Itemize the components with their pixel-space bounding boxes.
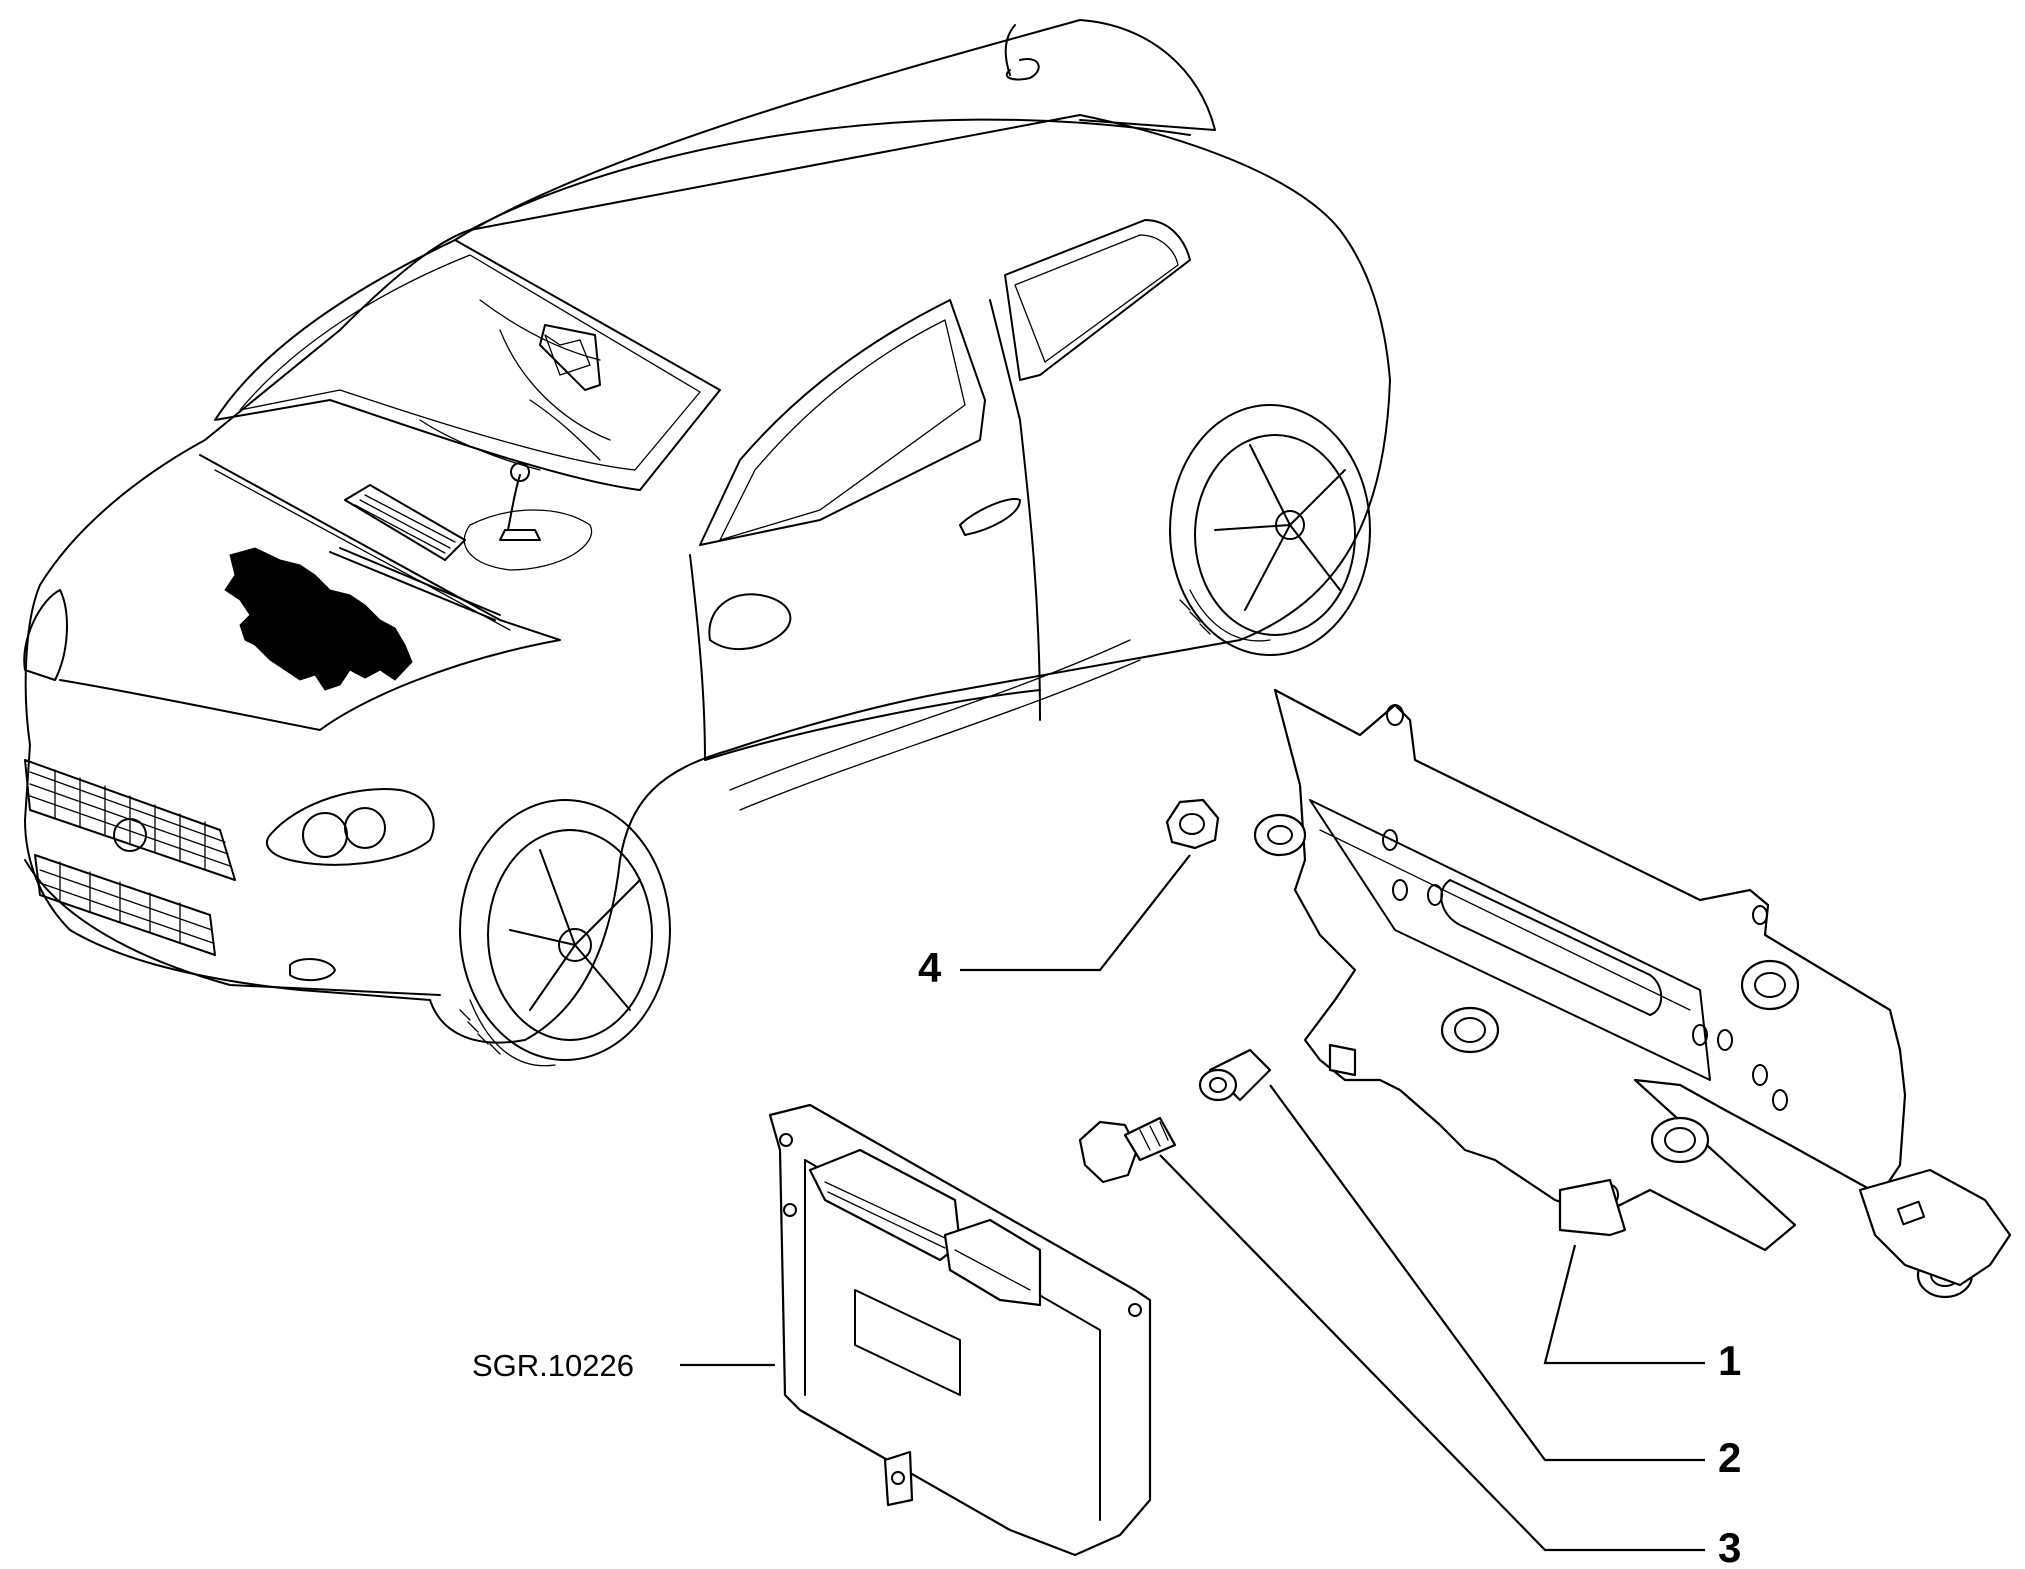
door-handle — [959, 498, 1021, 536]
part-2-spacer-bush — [1198, 1048, 1272, 1102]
reference-code: SGR.10226 — [472, 1348, 634, 1383]
leader-3 — [1159, 1154, 1705, 1552]
headlight-left — [23, 589, 68, 681]
lower-grille — [34, 854, 216, 956]
windshield — [214, 239, 721, 491]
fog-light — [289, 958, 336, 982]
leader-lines — [680, 854, 1705, 1552]
front-door-window — [699, 299, 986, 546]
part-1-mounting-bracket — [1253, 688, 2012, 1299]
rear-view-mirror — [539, 324, 601, 391]
wiper-blade — [329, 547, 501, 621]
highlighted-module-location — [224, 547, 413, 691]
leader-1 — [1543, 1244, 1705, 1365]
module-label-plate — [854, 1289, 961, 1396]
front-wheel — [459, 799, 671, 1067]
rear-side-window — [1004, 219, 1191, 381]
callout-3: 3 — [1718, 1524, 1742, 1569]
side-mirror — [708, 593, 792, 651]
part-4-nut — [1165, 798, 1220, 850]
bonnet — [59, 454, 561, 731]
leader-4 — [960, 854, 1191, 972]
roof-antenna — [1004, 24, 1040, 81]
car-roof — [454, 19, 1216, 241]
callout-1: 1 — [1718, 1337, 1742, 1384]
part-3-bolt — [1078, 1116, 1177, 1184]
brand-badge — [113, 818, 147, 852]
car-illustration — [23, 19, 1391, 1067]
door-line — [689, 554, 1041, 761]
control-unit-module — [768, 1103, 1152, 1557]
rear-wheel — [1169, 404, 1371, 656]
leader-2 — [1269, 1084, 1705, 1462]
headlight-right — [265, 788, 435, 866]
dashboard-vent — [344, 484, 466, 561]
callout-4: 4 — [918, 944, 942, 991]
gear-lever — [499, 474, 541, 541]
car-body-outline — [24, 114, 1391, 1044]
callout-2: 2 — [1718, 1434, 1742, 1481]
